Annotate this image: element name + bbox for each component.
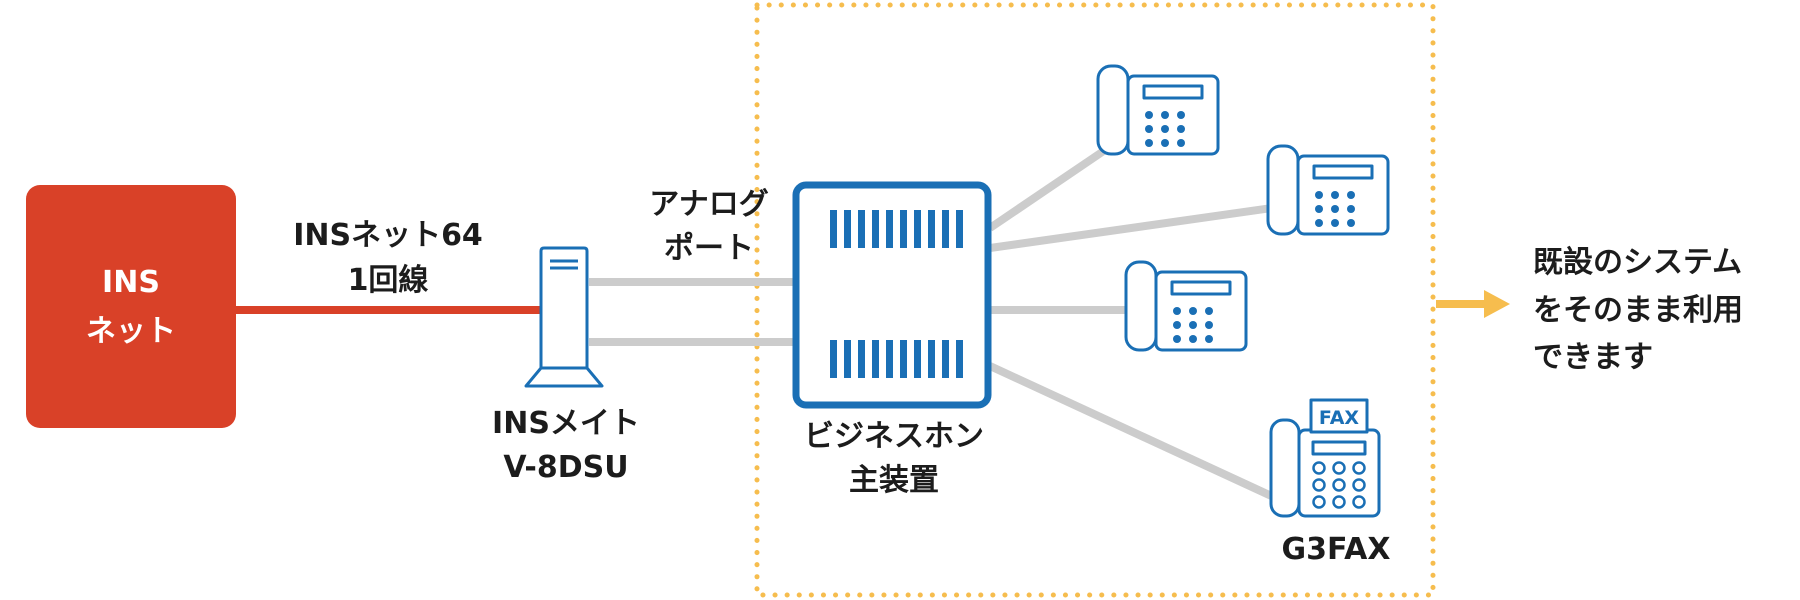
dsu-label-line1: INSメイト bbox=[492, 406, 640, 441]
pbx-slot bbox=[844, 210, 851, 248]
pbx-label-line2: 主装置 bbox=[849, 463, 939, 498]
ins-net-label-line2: ネット bbox=[86, 314, 176, 349]
pbx-slot bbox=[942, 210, 949, 248]
telephone-icon bbox=[1124, 260, 1248, 352]
ins-net-label-line1: INS bbox=[102, 265, 160, 300]
dsu-tower-icon bbox=[524, 246, 604, 388]
analog-port-label-line2: ポート bbox=[664, 231, 754, 266]
pbx-slot bbox=[956, 210, 963, 248]
pbx-slot bbox=[914, 340, 921, 378]
fax-label: G3FAX bbox=[1282, 532, 1391, 567]
dsu-label-line2: V-8DSU bbox=[503, 450, 628, 485]
pbx-label-line1: ビジネスホン bbox=[804, 419, 984, 454]
analog-port-label-line1: アナログ bbox=[649, 187, 768, 222]
pbx-slot bbox=[858, 340, 865, 378]
existing-system-boundary bbox=[754, 2, 1436, 598]
pbx-slot bbox=[858, 210, 865, 248]
pbx-slot bbox=[956, 340, 963, 378]
telephone-icon bbox=[1096, 64, 1220, 156]
pbx-slot bbox=[942, 340, 949, 378]
trunk-label-line2: 1回線 bbox=[348, 263, 429, 298]
pbx-slot bbox=[900, 340, 907, 378]
extension-line-1 bbox=[987, 144, 1111, 232]
pbx-slot bbox=[830, 340, 837, 378]
arrow-right-icon bbox=[1436, 290, 1510, 318]
pbx-slot bbox=[872, 210, 879, 248]
pbx-slot bbox=[928, 210, 935, 248]
result-text-line3: できます bbox=[1533, 340, 1653, 375]
pbx-unit-icon bbox=[792, 181, 992, 409]
ins-net-box bbox=[26, 185, 236, 428]
extension-line-fax bbox=[988, 362, 1282, 504]
pbx-slot bbox=[928, 340, 935, 378]
result-text-line2: をそのまま利用 bbox=[1533, 293, 1743, 328]
pbx-slot bbox=[886, 340, 893, 378]
pbx-slot bbox=[872, 340, 879, 378]
pbx-slot bbox=[844, 340, 851, 378]
trunk-label-line1: INSネット64 bbox=[293, 218, 483, 253]
fax-machine-icon bbox=[1269, 398, 1381, 518]
extension-line-2 bbox=[989, 204, 1273, 252]
pbx-slot bbox=[830, 210, 837, 248]
pbx-slot bbox=[900, 210, 907, 248]
pbx-slot bbox=[886, 210, 893, 248]
fax-badge-label: FAX bbox=[1319, 407, 1360, 429]
result-text-line1: 既設のシステム bbox=[1533, 245, 1742, 280]
pbx-slot bbox=[914, 210, 921, 248]
telephone-icon bbox=[1266, 144, 1390, 236]
